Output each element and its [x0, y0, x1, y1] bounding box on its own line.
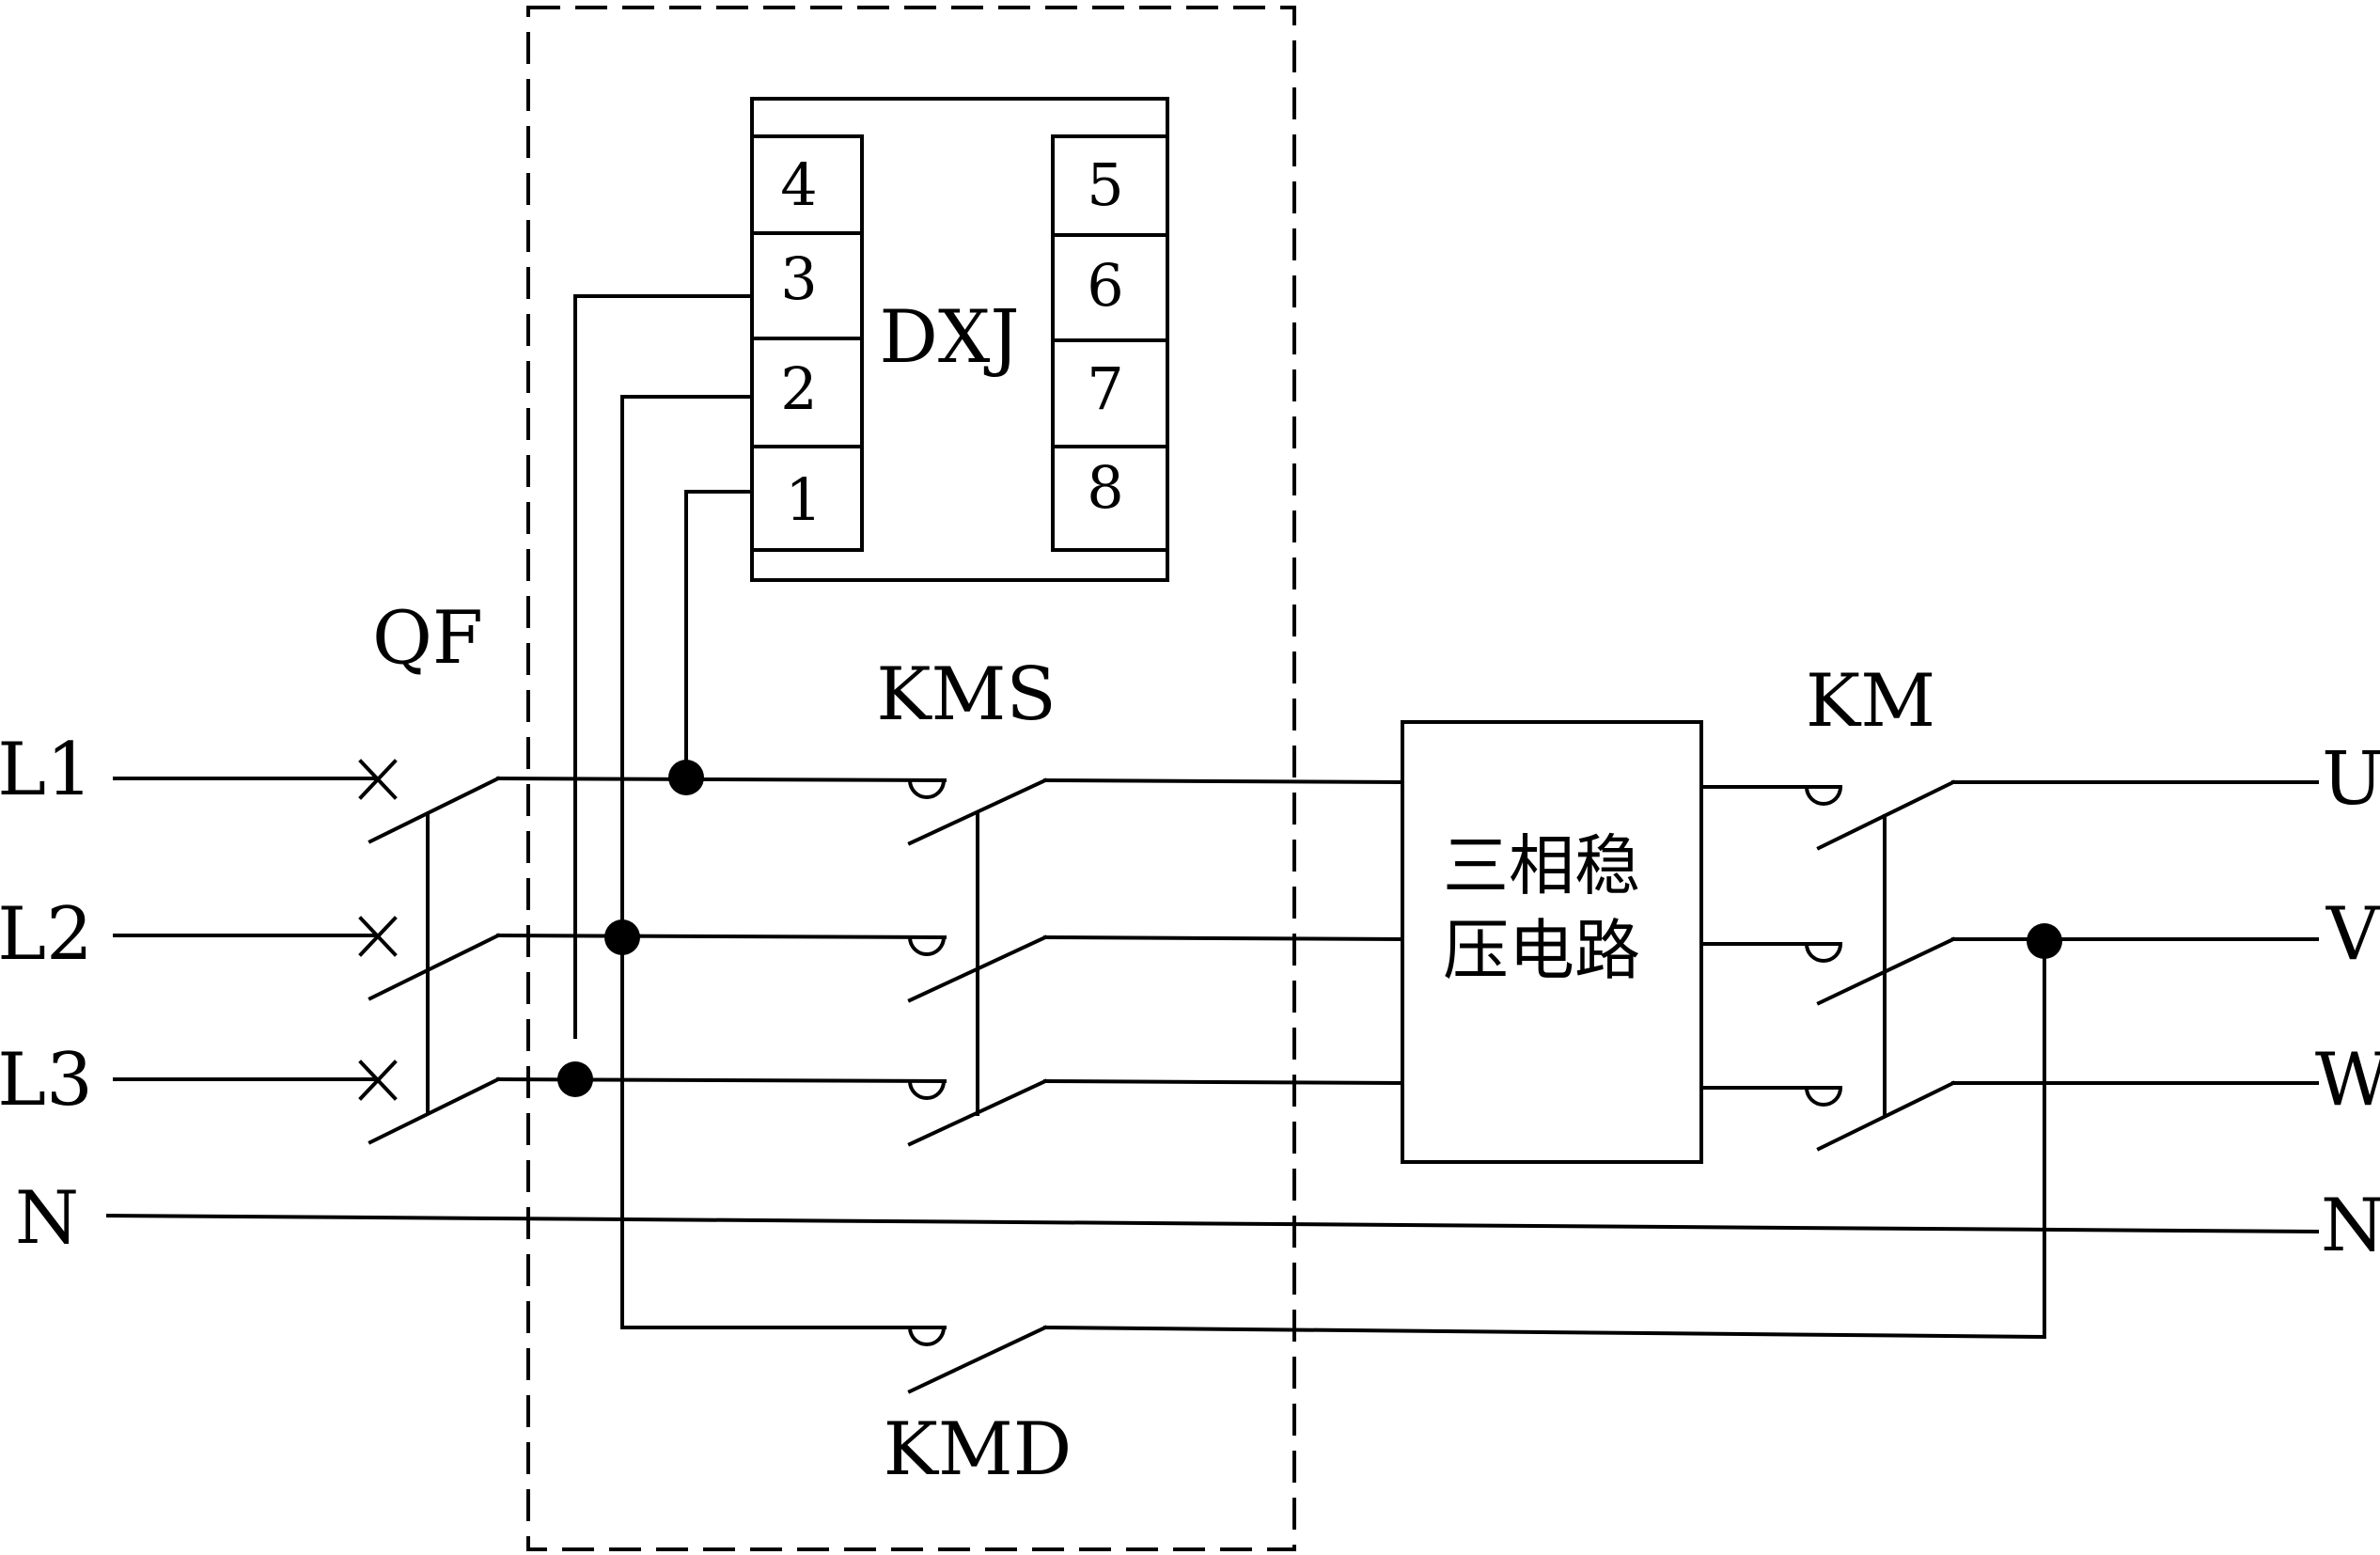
- three-phase-regulator: 三相稳 压电路: [1401, 720, 1703, 1164]
- dxj-pin-7: 7: [1087, 354, 1123, 423]
- output-label-n: N: [2321, 1184, 2380, 1268]
- regulator-label-line1: 三相稳: [1443, 827, 1640, 904]
- dxj-pin-8: 8: [1087, 453, 1123, 522]
- dxj-pin-6: 6: [1087, 251, 1123, 320]
- dxj-pin-1: 1: [785, 465, 822, 534]
- regulator-label-line2: 压电路: [1443, 912, 1640, 989]
- input-label-l2: L2: [0, 892, 93, 977]
- input-label-l3: L3: [0, 1038, 93, 1123]
- kms-label: KMS: [876, 652, 1057, 737]
- dxj-relay: 4 3 2 1 5 6 7 8 DXJ: [750, 97, 1169, 582]
- qf-breaker: [358, 759, 501, 1145]
- kms-contactor: [907, 778, 1048, 1147]
- phase-lines-to-km: [1699, 785, 1842, 1090]
- dxj-pin-2: 2: [780, 354, 817, 423]
- junction-dot-v: [2027, 923, 2062, 959]
- kmd-bypass: [620, 939, 2046, 1394]
- km-contactor: [1804, 779, 1956, 1152]
- output-label-u: U: [2322, 737, 2380, 822]
- phase-lines-mid: [495, 776, 947, 1084]
- dxj-pin-3: 3: [780, 244, 817, 313]
- qf-label: QF: [372, 596, 483, 681]
- junction-dot-l3: [557, 1061, 593, 1097]
- dxj-pin-4: 4: [780, 150, 817, 219]
- km-label: KM: [1806, 659, 1935, 744]
- input-label-n: N: [15, 1176, 79, 1261]
- dashed-enclosure: [526, 6, 1296, 1551]
- input-label-l1: L1: [0, 728, 93, 812]
- dxj-label: DXJ: [879, 295, 1019, 380]
- input-lines: [113, 777, 378, 1081]
- output-label-w: W: [2315, 1038, 2380, 1123]
- junction-dot-l1: [668, 760, 704, 795]
- dxj-pin-5: 5: [1087, 150, 1123, 219]
- phase-lines-to-regulator: [1042, 778, 1405, 1086]
- output-lines: [1951, 780, 2319, 1085]
- junction-dot-l2: [604, 919, 640, 955]
- dxj-wiring: [573, 294, 754, 1329]
- neutral-line: [105, 1213, 2320, 1234]
- kmd-label: KMD: [884, 1407, 1073, 1492]
- output-label-v: V: [2325, 892, 2380, 977]
